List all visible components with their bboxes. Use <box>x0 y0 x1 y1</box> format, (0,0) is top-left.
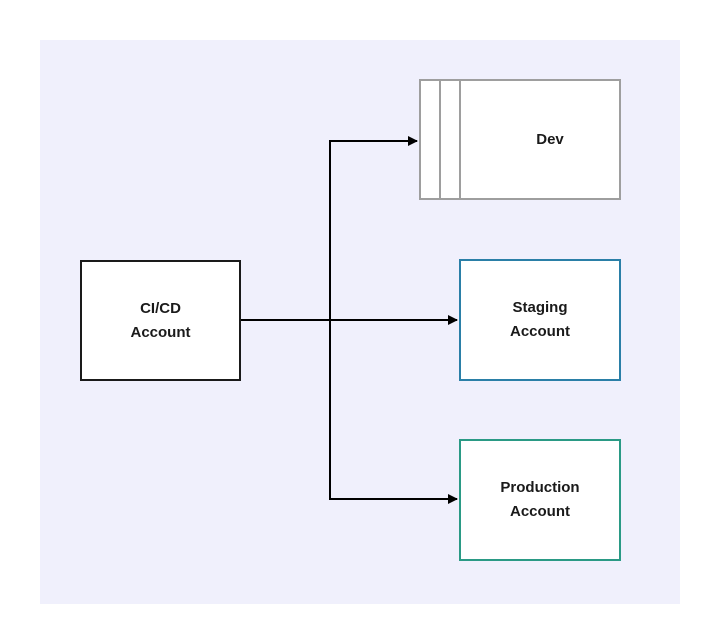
dev-stack-stripe <box>439 81 441 198</box>
edge-cicd-to-dev <box>241 136 418 321</box>
production-label-line2: Account <box>509 503 570 520</box>
cicd-label-line2: Account <box>130 323 191 341</box>
cicd-account-node: CI/CD Account <box>80 260 241 381</box>
dev-node: Dev <box>419 79 621 200</box>
staging-label-line2: Account <box>510 323 570 340</box>
edge-cicd-to-production <box>241 319 458 504</box>
dev-label: Dev <box>536 130 564 148</box>
staging-label-line1: Staging <box>512 299 568 316</box>
dev-stack-stripe <box>459 81 461 198</box>
staging-account-node: Staging Account <box>459 259 621 381</box>
cicd-label-line1: CI/CD <box>140 299 181 317</box>
cicd-account-label: CI/CD Account <box>131 297 191 345</box>
production-label-line1: Production <box>500 479 580 496</box>
production-account-node: Production Account <box>459 439 621 561</box>
production-account-label: Production Account <box>500 476 579 524</box>
staging-account-label: Staging Account <box>510 296 570 344</box>
